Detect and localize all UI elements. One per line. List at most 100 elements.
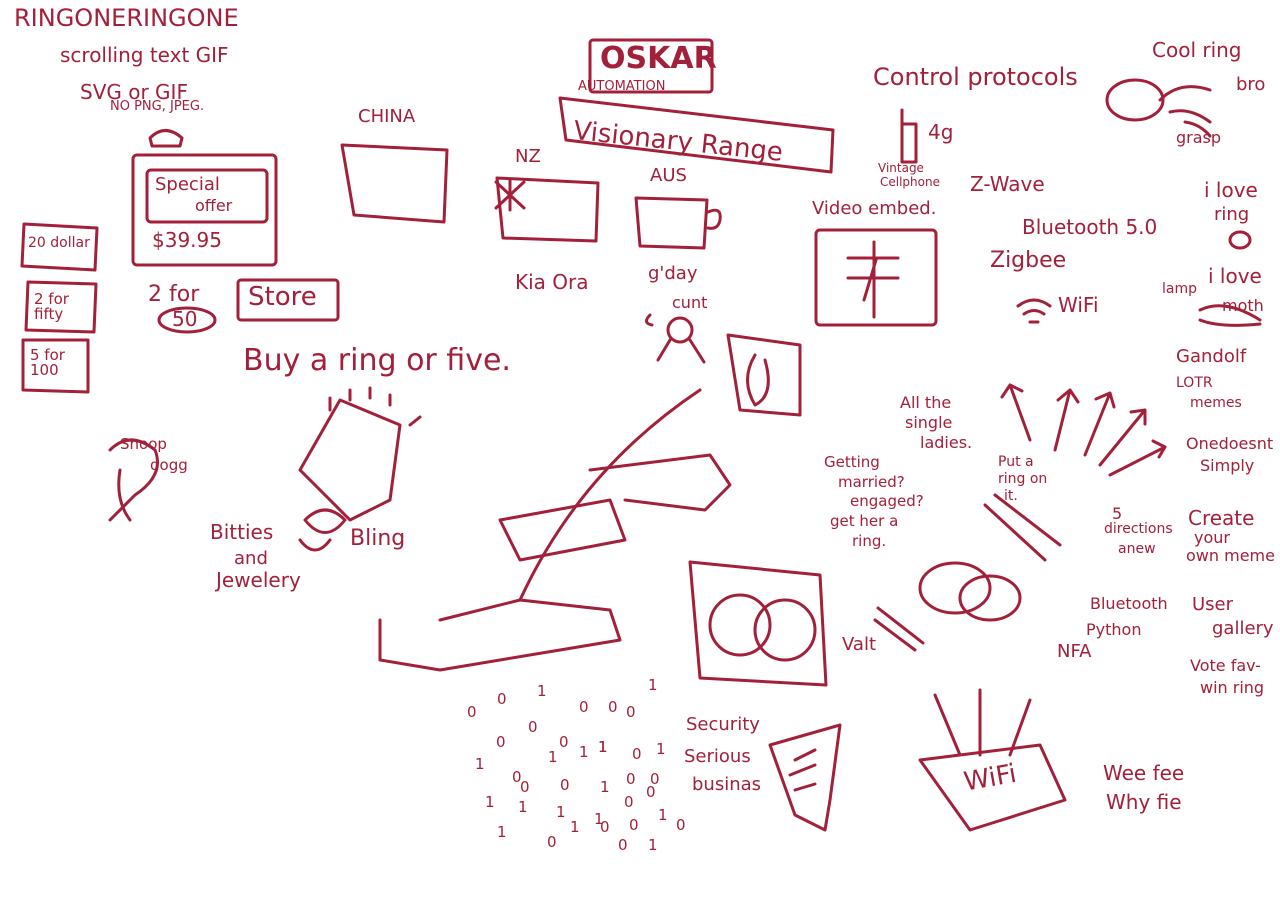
- tag-5-for-100: 5 for 100: [30, 346, 65, 379]
- binary-digit: 1: [548, 748, 558, 766]
- tag-20-box: [20, 222, 99, 272]
- vintage-label: Vintage: [878, 161, 924, 175]
- binary-digit: 0: [528, 718, 538, 736]
- single-ladies-1: All the: [900, 393, 952, 412]
- binary-digit: 1: [658, 806, 668, 824]
- vault-dashes: [873, 606, 925, 652]
- binary-digit: 0: [520, 778, 530, 796]
- phone-device: [498, 498, 627, 562]
- binary-digit: 0: [629, 816, 639, 834]
- ringone-heading: RINGONERINGONE: [14, 4, 239, 32]
- scrolling-text-note: scrolling text GIF: [60, 43, 229, 67]
- automation-logo: AUTOMATION: [578, 79, 666, 94]
- nz-map-box: [495, 176, 600, 243]
- vault-wheel-left: [708, 593, 772, 657]
- binary-digit: 1: [598, 738, 608, 756]
- tag-5for-box: [21, 338, 90, 394]
- gday-label: g'day: [648, 263, 698, 284]
- ring-on-it-lines: [983, 493, 1062, 562]
- cellphone-label: Cellphone: [880, 175, 940, 189]
- put-ring-3: it.: [1004, 488, 1018, 504]
- router-antennas: [933, 688, 1032, 757]
- binary-digit: 1: [579, 743, 589, 761]
- vault-wheel-right: [753, 598, 817, 662]
- getting-married-4: get her a: [830, 512, 899, 530]
- fifty-number: 50: [172, 307, 198, 331]
- binary-digit: 0: [650, 770, 660, 788]
- five-label: 5: [1112, 504, 1123, 523]
- anew-label: anew: [1118, 541, 1156, 557]
- binary-digit: 0: [646, 783, 656, 801]
- put-ring-2: ring on: [998, 471, 1048, 487]
- binary-digit: 0: [608, 698, 618, 716]
- fifty-circle: [157, 306, 217, 334]
- lotr-label: LOTR: [1176, 375, 1213, 391]
- wifi-small-icon: [1016, 298, 1052, 324]
- video-figure: [846, 240, 900, 319]
- binary-digit: 0: [632, 745, 642, 763]
- bling-necklace-icon: [298, 508, 347, 552]
- binary-digit: 0: [600, 818, 610, 836]
- moth-label: moth: [1222, 296, 1264, 315]
- zwave-label: Z-Wave: [970, 172, 1045, 196]
- put-ring-1: Put a: [998, 454, 1034, 470]
- binary-digit: 0: [560, 776, 570, 794]
- binary-digit: 0: [497, 690, 507, 708]
- two-for-label: 2 for: [148, 282, 200, 307]
- binary-digit: 0: [624, 793, 634, 811]
- binary-digit: 1: [537, 682, 547, 700]
- aussie-body: [645, 313, 706, 364]
- binary-digit: 1: [518, 798, 528, 816]
- nz-label: NZ: [515, 146, 541, 167]
- robot-arm-outline: [378, 388, 732, 672]
- single-ladies-2: single: [905, 413, 953, 432]
- moth-lamp-icon: [1198, 304, 1262, 327]
- business-label: businas: [692, 774, 762, 795]
- binary-digit: 1: [570, 818, 580, 836]
- cunt-label: cunt: [672, 293, 708, 312]
- binary-digit: 1: [485, 793, 495, 811]
- and-label: and: [234, 548, 268, 569]
- store-button[interactable]: Store: [248, 282, 317, 312]
- binary-digit: 1: [648, 676, 658, 694]
- gallery-label: gallery: [1212, 618, 1274, 639]
- video-embed-label: Video embed.: [812, 198, 937, 219]
- binary-digit: 0: [496, 733, 506, 751]
- directions-label: directions: [1104, 521, 1173, 537]
- serious-label: Serious: [684, 746, 751, 767]
- cool-ring-icon: [1105, 78, 1165, 122]
- aus-map-box: [634, 196, 709, 250]
- security-label: Security: [686, 714, 760, 735]
- binary-digit: 1: [600, 778, 610, 796]
- aussie-head-icon: [666, 316, 694, 344]
- vote-fav-1: Vote fav-: [1190, 656, 1261, 675]
- binary-digit: 1: [648, 836, 658, 854]
- your-label: your: [1194, 528, 1230, 547]
- special-offer-inner: [145, 168, 269, 224]
- memes-label: memes: [1190, 395, 1242, 411]
- visionary-banner: [558, 96, 835, 174]
- wee-fee-label: Wee fee: [1103, 761, 1185, 785]
- binary-digit: 1: [656, 740, 666, 758]
- wifi-label: WiFi: [1058, 293, 1099, 317]
- four-g-label: 4g: [928, 120, 954, 144]
- buy-tagline: Buy a ring or five.: [243, 343, 511, 378]
- create-label: Create: [1188, 506, 1255, 530]
- zigbee-label: Zigbee: [990, 248, 1067, 273]
- tag-20-dollar: 20 dollar: [28, 235, 90, 251]
- interlocked-ring-left: [918, 561, 992, 615]
- interlocked-ring-right: [958, 574, 1022, 622]
- binary-digit: 1: [497, 823, 507, 841]
- single-ladies-3: ladies.: [920, 433, 973, 452]
- simply-label: Simply: [1200, 456, 1255, 475]
- oskar-logo-box: [588, 38, 714, 94]
- why-fie-label: Why fie: [1106, 790, 1182, 814]
- snoop-head-icon: [108, 438, 159, 522]
- ring-label: ring: [1214, 204, 1250, 225]
- binary-digit: 1: [475, 755, 485, 773]
- store-box: [236, 278, 340, 322]
- price-label: $39.95: [152, 228, 222, 252]
- five-directions-arrows: [1000, 383, 1167, 477]
- binary-digit: 0: [547, 833, 557, 851]
